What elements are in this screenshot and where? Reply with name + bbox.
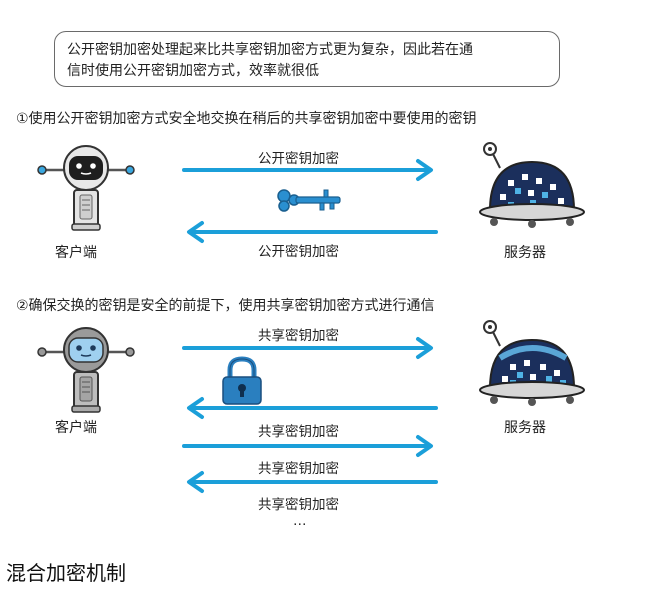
step2-arrow-label-4: 共享密钥加密	[258, 497, 339, 513]
ellipsis: …	[293, 513, 307, 529]
step2-arrow-label-2: 共享密钥加密	[258, 424, 339, 440]
step2-title: ②确保交换的密钥是安全的前提下，使用共享密钥加密方式进行通信	[16, 298, 435, 314]
step1-arrow-top-label: 公开密钥加密	[258, 151, 339, 167]
server-robot-icon	[479, 142, 585, 228]
arrow-right-icon	[182, 337, 433, 359]
client-robot-icon	[37, 327, 135, 413]
figure-caption: 混合加密机制	[6, 561, 126, 585]
arrow-left-icon	[187, 397, 438, 419]
server-robot-icon	[479, 320, 585, 406]
step1-server-label: 服务器	[504, 245, 546, 261]
step1-title: ①使用公开密钥加密方式安全地交换在稍后的共享密钥加密中要使用的密钥	[16, 111, 477, 127]
step2-client-label: 客户端	[55, 420, 97, 436]
arrow-right-icon	[182, 159, 433, 181]
step2-arrow-label-1: 共享密钥加密	[258, 328, 339, 344]
callout-line-2: 信时使用公开密钥加密方式，效率就很低	[67, 63, 319, 79]
step2-arrow-label-3: 共享密钥加密	[258, 461, 339, 477]
step1-client-label: 客户端	[55, 245, 97, 261]
arrow-left-icon	[187, 471, 438, 493]
arrow-left-icon	[187, 221, 438, 243]
callout-line-1: 公开密钥加密处理起来比共享密钥加密方式更为复杂，因此若在通	[67, 42, 473, 58]
key-icon	[277, 189, 341, 212]
explanation-callout: 公开密钥加密处理起来比共享密钥加密方式更为复杂，因此若在通 信时使用公开密钥加密…	[54, 31, 560, 87]
lock-icon	[222, 356, 262, 405]
step2-server-label: 服务器	[504, 420, 546, 436]
client-robot-icon	[37, 145, 135, 231]
step1-arrow-bottom-label: 公开密钥加密	[258, 244, 339, 260]
arrow-right-icon	[182, 435, 433, 457]
